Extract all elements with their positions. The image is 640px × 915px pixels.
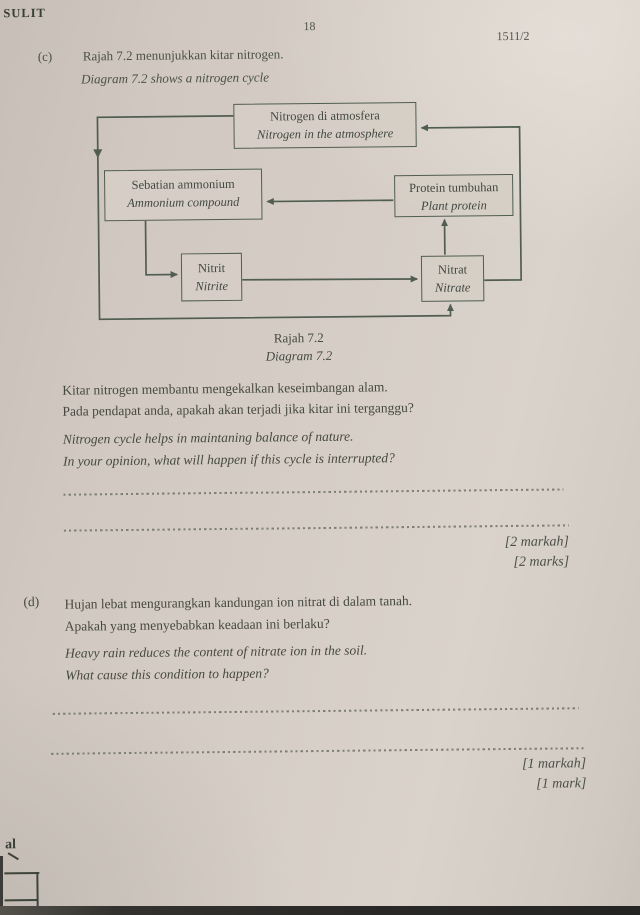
arrow-nitrite-to-nitrate [242, 275, 419, 283]
arrow-atmosphere-to-nitrate [96, 115, 454, 321]
answer-line [63, 488, 564, 496]
arrow-ammonium-to-nitrite [144, 220, 179, 279]
section-c-question-en: Nitrogen cycle helps in maintaning balan… [63, 423, 583, 472]
arrow-protein-to-ammonium [266, 197, 394, 205]
section-d-question-en: Heavy rain reduces the content of nitrat… [65, 637, 585, 686]
arrow-atmosphere-to-ammonium [93, 149, 103, 159]
node-label-ms: Protein tumbuhan [408, 180, 499, 196]
node-label-ms: Nitrit [197, 260, 226, 276]
photo-edge-shadow [0, 856, 3, 915]
node-nitrogen-atmosphere: Nitrogen di atmosfera Nitrogen in the at… [233, 101, 417, 149]
marks-ms: [2 markah] [504, 534, 569, 551]
node-ammonium-compound: Sebatian ammonium Ammonium compound [103, 168, 263, 222]
node-nitrite: Nitrit Nitrite [180, 252, 243, 302]
node-label-en: Plant protein [420, 198, 487, 213]
question-line: What cause this condition to happen? [65, 665, 269, 683]
node-nitrate: Nitrat Nitrate [420, 255, 485, 302]
answer-line [51, 747, 587, 755]
marks-en: [1 mark] [536, 776, 587, 792]
section-c-question-ms: Kitar nitrogen membantu mengekalkan kese… [62, 374, 582, 421]
diagram-caption-en: Diagram 7.2 [265, 347, 333, 364]
arrow-nitrate-to-atmosphere [420, 124, 523, 282]
question-line: Apakah yang menyebabkan keadaan ini berl… [64, 615, 330, 634]
question-line: Pada pendapat anda, apakah akan terjadi … [62, 400, 414, 419]
photo-bottom-edge [0, 906, 640, 915]
node-label-en: Ammonium compound [127, 194, 240, 211]
marks-en: [2 marks] [513, 554, 570, 570]
node-plant-protein: Protein tumbuhan Plant protein [394, 173, 514, 218]
node-label-ms: Nitrogen di atmosfera [270, 108, 380, 124]
node-label-en: Nitrite [195, 278, 229, 294]
examiner-table-edge [4, 871, 40, 875]
node-label-ms: Nitrat [437, 262, 468, 277]
examiner-table-edge [4, 898, 38, 902]
node-label-en: Nitrogen in the atmosphere [256, 126, 394, 142]
node-label-ms: Sebatian ammonium [131, 176, 235, 192]
marks-ms: [1 markah] [521, 756, 587, 772]
diagram-caption-ms: Rajah 7.2 [273, 329, 324, 346]
section-c-marks: [2 markah] [2 marks] [421, 532, 570, 574]
section-d-marks: [1 markah] [1 mark] [433, 754, 587, 796]
section-d-label: (d) [23, 593, 40, 610]
question-line: In your opinion, what will happen if thi… [62, 450, 395, 469]
section-d-question-ms: Hujan lebat mengurangkan kandungan ion n… [64, 588, 584, 637]
nitrogen-cycle-arrows [93, 115, 523, 321]
answer-line [52, 707, 579, 715]
stray-pen-mark [7, 852, 19, 861]
cut-off-margin-text: al [4, 837, 17, 853]
node-label-en: Nitrate [434, 280, 471, 295]
answer-line [63, 524, 569, 532]
